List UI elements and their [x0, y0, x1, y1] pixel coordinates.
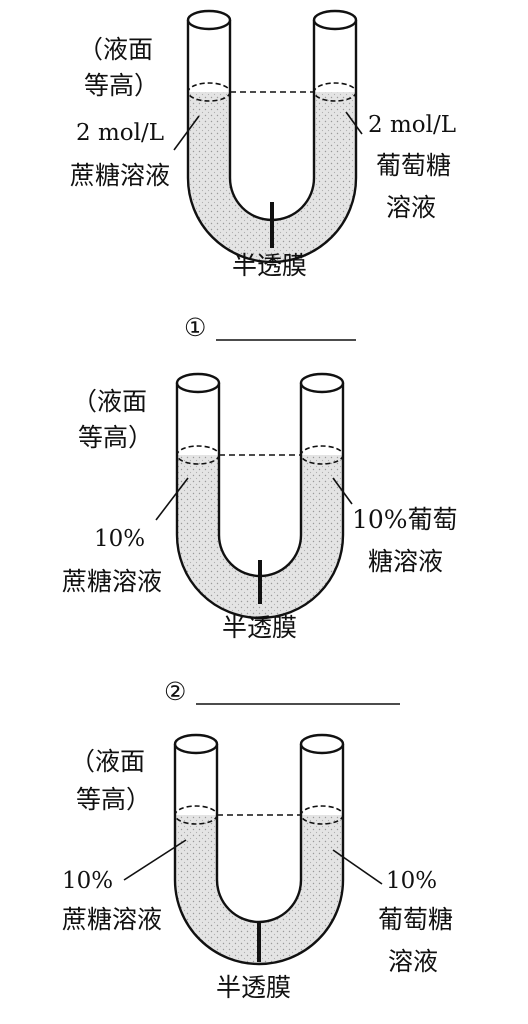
tube-opening-right-2	[299, 372, 345, 394]
leader-left-3	[123, 839, 187, 881]
note-line1-2: （液面	[72, 387, 147, 416]
question-marker-2: ②	[164, 677, 186, 706]
u-tube-3	[123, 733, 383, 966]
leader-right-3	[332, 849, 383, 885]
left-label-line2-2: 蔗糖溶液	[62, 567, 162, 596]
leader-left-2	[155, 477, 189, 521]
right-label-line1-3: 10%	[386, 868, 437, 894]
right-label-line1-1: 2 mol/L	[368, 112, 456, 138]
tube-opening-right-1	[312, 9, 358, 31]
leader-left-1	[173, 115, 200, 151]
left-label-line1-2: 10%	[94, 526, 145, 552]
tube-opening-left-2	[175, 372, 221, 394]
right-label-line3-3: 溶液	[388, 947, 438, 976]
note-line1-1: （液面	[78, 35, 153, 64]
membrane-label-3: 半透膜	[216, 973, 291, 1002]
right-label-line2-2: 糖溶液	[368, 547, 443, 576]
leader-right-2	[332, 477, 353, 505]
left-label-line2-1: 蔗糖溶液	[70, 161, 170, 190]
left-label-line1-3: 10%	[62, 868, 113, 894]
leader-right-1	[345, 111, 363, 135]
tube-bend-outer-3	[173, 879, 345, 966]
left-label-line2-3: 蔗糖溶液	[62, 905, 162, 934]
tube-bend-outer-2	[175, 534, 345, 620]
right-label-line3-1: 溶液	[386, 193, 436, 222]
note-line1-3: （液面	[70, 747, 145, 776]
question-marker-1: ①	[184, 313, 206, 342]
right-label-line2-1: 葡萄糖	[376, 151, 451, 180]
right-label-line2-3: 葡萄糖	[378, 905, 453, 934]
tube-bend-outer-1	[186, 177, 358, 264]
u-tube-1	[173, 9, 363, 264]
left-label-line1-1: 2 mol/L	[76, 120, 164, 146]
membrane-label-2: 半透膜	[222, 613, 297, 642]
note-line2-3: 等高）	[76, 785, 151, 814]
tube-opening-left-3	[173, 733, 219, 755]
right-label-line1-2: 10%葡萄	[352, 505, 458, 534]
u-tube-2	[155, 372, 353, 620]
tube-bend-inner-3	[215, 879, 303, 924]
note-line2-2: 等高）	[78, 423, 153, 452]
membrane-label-1: 半透膜	[232, 251, 307, 280]
tube-opening-left-1	[186, 9, 232, 31]
tube-opening-right-3	[299, 733, 345, 755]
note-line2-1: 等高）	[84, 71, 159, 100]
